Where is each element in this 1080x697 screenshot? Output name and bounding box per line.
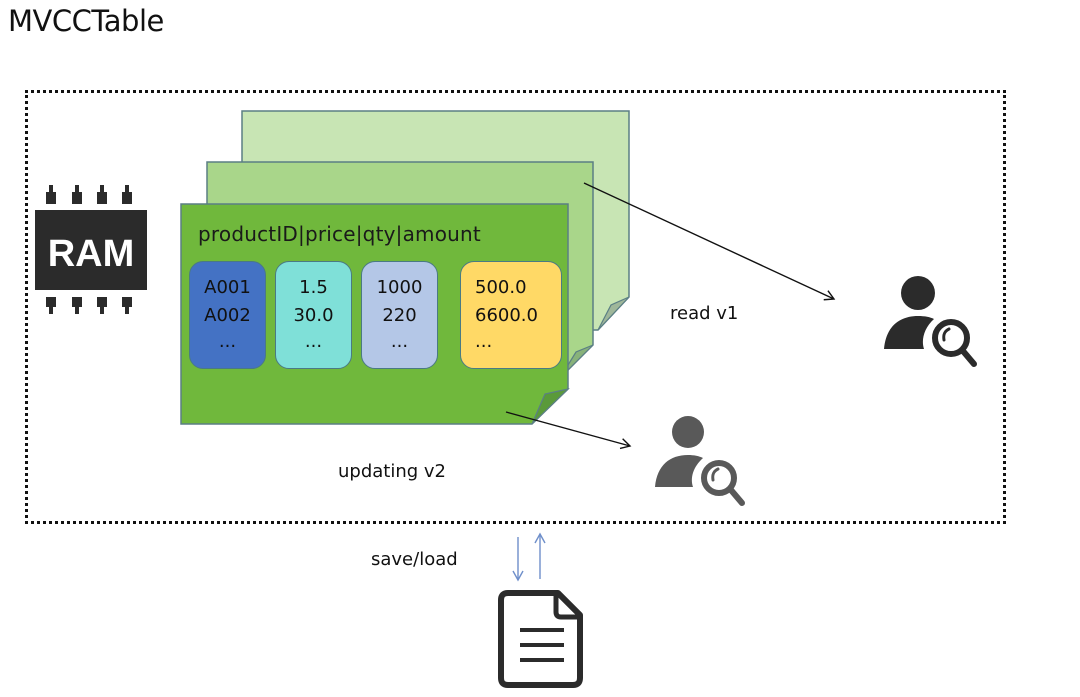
save-load-label: save/load bbox=[371, 549, 458, 570]
read-v1-arrow bbox=[583, 182, 836, 301]
column-qty: 1000 220 ... bbox=[361, 261, 438, 369]
read-v1-label: read v1 bbox=[670, 303, 739, 324]
memory-boundary bbox=[25, 90, 1006, 524]
table-header: productID|price|qty|amount bbox=[198, 222, 481, 246]
cell: A002 bbox=[204, 305, 251, 326]
column-amount: 500.0 6600.0 ... bbox=[460, 261, 562, 369]
cell: 220 bbox=[382, 305, 417, 326]
cell: 1.5 bbox=[299, 277, 328, 298]
cell: 6600.0 bbox=[475, 305, 538, 326]
cell-ellipsis: ... bbox=[475, 331, 493, 352]
ram-chip-icon: RAM bbox=[35, 185, 147, 314]
updating-v2-arrow bbox=[505, 411, 632, 450]
cell-ellipsis: ... bbox=[304, 331, 323, 352]
user-search-icon bbox=[655, 416, 745, 506]
cell: 500.0 bbox=[475, 277, 527, 298]
cell: 1000 bbox=[376, 277, 423, 298]
cell-ellipsis: ... bbox=[218, 331, 237, 352]
cell: A001 bbox=[204, 277, 251, 298]
cell: 30.0 bbox=[293, 305, 334, 326]
diagram-title: MVCCTable bbox=[8, 4, 164, 38]
updating-v2-label: updating v2 bbox=[338, 461, 447, 482]
column-productid: A001 A002 ... bbox=[189, 261, 266, 369]
document-icon bbox=[498, 590, 583, 688]
ram-label: RAM bbox=[48, 233, 135, 275]
user-search-icon bbox=[884, 276, 977, 367]
cell-ellipsis: ... bbox=[390, 331, 409, 352]
column-price: 1.5 30.0 ... bbox=[275, 261, 352, 369]
